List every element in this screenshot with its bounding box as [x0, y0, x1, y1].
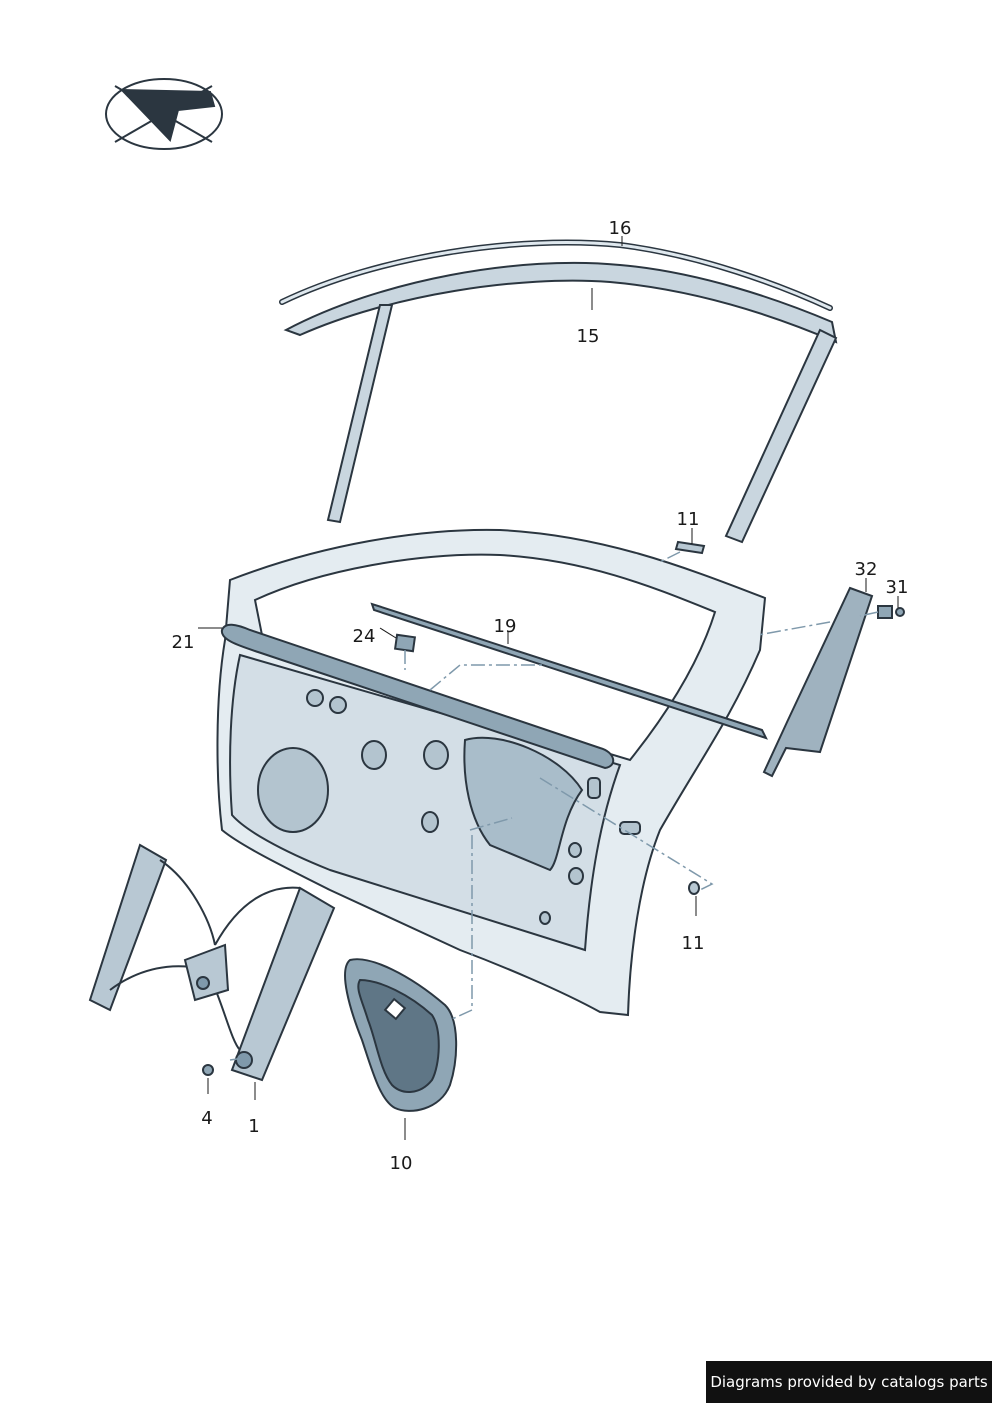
- callout-19: 19: [493, 616, 517, 637]
- door-frame-seal: [283, 261, 838, 544]
- window-guide-strip: [370, 602, 768, 740]
- callout-15: 15: [576, 326, 600, 347]
- callout-11-top: 11: [676, 509, 700, 530]
- callout-21: 21: [171, 632, 195, 653]
- sign-post-x-logo: [105, 78, 223, 150]
- clip-11-top: [674, 540, 706, 555]
- credits-banner: Diagrams provided by catalogs parts: [706, 1361, 992, 1403]
- callout-31: 31: [885, 577, 909, 598]
- cover-panel: [344, 958, 458, 1112]
- leader-lines: [229, 551, 879, 1061]
- callout-24: 24: [352, 626, 376, 647]
- door-shell: [216, 528, 767, 1017]
- callout-32: 32: [854, 559, 878, 580]
- callout-1: 1: [248, 1116, 260, 1137]
- callout-10: 10: [389, 1153, 413, 1174]
- callout-4: 4: [201, 1108, 213, 1129]
- clip-31: [877, 605, 905, 619]
- callout-16: 16: [608, 218, 632, 239]
- inner-waist-seal: [220, 623, 615, 770]
- callout-11-bottom: 11: [681, 933, 705, 954]
- grommet-11: [688, 881, 700, 895]
- credits-text: Diagrams provided by catalogs parts: [710, 1373, 988, 1391]
- window-regulator: [88, 843, 336, 1082]
- callout-ticks: [198, 236, 899, 1140]
- nut-4: [202, 1064, 214, 1076]
- pad-24: [393, 633, 417, 653]
- trim-bracket: [762, 586, 874, 778]
